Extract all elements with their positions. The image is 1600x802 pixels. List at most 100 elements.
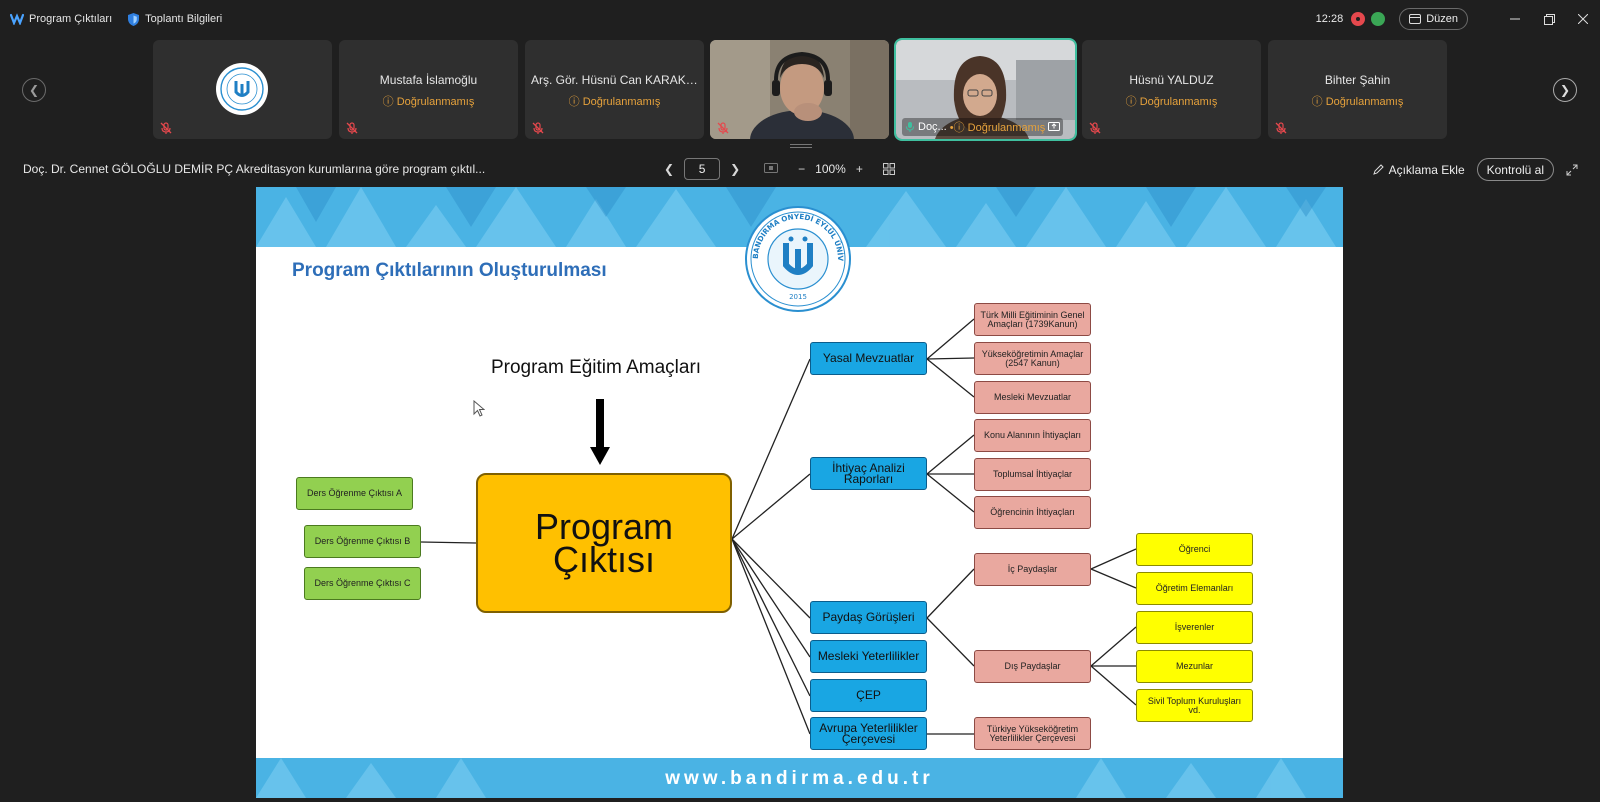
close-button[interactable]	[1566, 0, 1600, 38]
restore-button[interactable]	[1532, 0, 1566, 38]
slide-title: Program Çıktılarının Oluşturulması	[292, 260, 607, 281]
title-bar: Program Çıktıları Toplantı Bilgileri 12:…	[0, 0, 1600, 38]
participant-name: Arş. Gör. Hüsnü Can KARAKA...	[531, 73, 704, 87]
zoom-out-button[interactable]: −	[798, 162, 806, 176]
strip-prev-button[interactable]: ❮	[22, 78, 46, 102]
tab-label: Toplantı Bilgileri	[145, 13, 223, 25]
clock: 12:28	[1315, 13, 1344, 25]
layout-button[interactable]: Düzen	[1399, 8, 1468, 30]
unverified-badge: ⓘ Doğrulanmamış	[382, 96, 475, 108]
mic-on-icon	[906, 122, 914, 132]
fullscreen-icon[interactable]	[1566, 164, 1578, 176]
university-seal-logo: BANDIRMA ONYEDİ EYLÜL ÜNİVERSİTESİ 2015	[744, 205, 851, 312]
warning-icon: ⓘ	[953, 122, 965, 134]
layout-icon	[1409, 14, 1422, 24]
minimize-button[interactable]	[1498, 0, 1532, 38]
course-outcome-box: Ders Öğrenme Çıktısı B	[304, 525, 421, 558]
website-url: www.bandirma.edu.tr	[665, 768, 934, 789]
presentation-toolbar: Doç. Dr. Cennet GÖLOĞLU DEMİR PÇ Akredit…	[0, 155, 1600, 185]
diagram-connectors	[420, 318, 1137, 735]
chevron-right-icon: ❯	[1559, 83, 1571, 97]
layout-label: Düzen	[1426, 13, 1458, 25]
warning-icon: ⓘ	[1311, 96, 1326, 108]
source-box: Avrupa Yeterlilikler Çerçevesi	[810, 717, 927, 750]
unverified-badge: •ⓘ Doğrulanmamış	[949, 122, 1046, 134]
program-output-box: Program Çıktısı	[476, 473, 732, 613]
annotate-label: Açıklama Ekle	[1388, 162, 1465, 177]
detail-box: Yükseköğretimin Amaçlar (2547 Kanun)	[974, 342, 1091, 375]
detail-box: Konu Alanının İhtiyaçları	[974, 419, 1091, 452]
university-logo-avatar	[216, 63, 268, 115]
participant-tile[interactable]: Bihter Şahin ⓘ Doğrulanmamış	[1268, 40, 1447, 139]
participant-name: Bihter Şahin	[1324, 73, 1391, 87]
active-speaker-label: Doç... •ⓘ Doğrulanmamış	[902, 118, 1064, 136]
warning-icon: ⓘ	[568, 96, 583, 108]
grid-view-icon[interactable]	[882, 163, 895, 175]
mic-muted-icon	[160, 122, 172, 134]
pen-icon	[1372, 164, 1384, 175]
detail-box: Türkiye Yükseköğretim Yeterlilikler Çerç…	[974, 717, 1091, 750]
tab-meeting-info[interactable]: Toplantı Bilgileri	[126, 12, 222, 26]
mic-muted-icon	[717, 122, 729, 134]
network-status-icon[interactable]	[1371, 12, 1386, 26]
participant-name: Doç...	[918, 121, 947, 133]
detail-box: Öğrencinin İhtiyaçları	[974, 496, 1091, 529]
active-speaker-tile[interactable]: Doç... •ⓘ Doğrulanmamış	[894, 38, 1077, 141]
course-outcome-box: Ders Öğrenme Çıktısı A	[296, 477, 413, 510]
participant-video	[710, 40, 889, 139]
program-education-goals-label: Program Eğitim Amaçları	[490, 357, 702, 378]
slide-footer-band: www.bandirma.edu.tr	[256, 758, 1343, 798]
close-icon	[1578, 14, 1588, 24]
source-box: Mesleki Yeterlilikler	[810, 640, 927, 673]
participant-strip: ❮ ❯ Mustafa İslamoğlu ⓘ Doğrulanmamış Ar…	[0, 38, 1600, 148]
down-arrow-icon	[590, 399, 610, 465]
participant-video-tile[interactable]	[710, 40, 889, 139]
annotate-button[interactable]: Açıklama Ekle	[1372, 163, 1465, 177]
detail-box: Mesleki Mevzuatlar	[974, 381, 1091, 414]
take-control-button[interactable]: Kontrolü al	[1476, 158, 1554, 181]
detail-box: İç Paydaşlar	[974, 553, 1091, 586]
page-number-input[interactable]: 5	[684, 158, 721, 180]
detail-box: Türk Milli Eğitiminin Genel Amaçları (17…	[974, 303, 1091, 336]
warning-icon: ⓘ	[382, 96, 397, 108]
stakeholder-box: Öğrenci	[1136, 533, 1253, 566]
tab-program-ciktilari[interactable]: Program Çıktıları	[10, 12, 112, 26]
participant-tile[interactable]: Mustafa İslamoğlu ⓘ Doğrulanmamış	[339, 40, 518, 139]
source-box: İhtiyaç Analizi Raporları	[810, 457, 927, 490]
zoom-in-button[interactable]: +	[855, 162, 863, 176]
stakeholder-box: İşverenler	[1136, 611, 1253, 644]
source-box: Paydaş Görüşleri	[810, 601, 927, 634]
shield-icon	[126, 12, 140, 26]
shared-slide: www.bandirma.edu.tr Program Çıktılarının…	[256, 187, 1343, 798]
screen-share-icon	[1048, 122, 1061, 131]
unverified-badge: ⓘ Doğrulanmamış	[568, 96, 661, 108]
mic-muted-icon	[1089, 122, 1101, 134]
recording-icon[interactable]	[1351, 12, 1366, 26]
zoom-level: 100%	[815, 162, 846, 176]
mic-muted-icon	[532, 122, 544, 134]
next-page-button[interactable]: ❯	[730, 162, 741, 176]
mouse-pointer-icon	[473, 400, 485, 417]
participant-tile[interactable]: Arş. Gör. Hüsnü Can KARAKA... ⓘ Doğrulan…	[525, 40, 704, 139]
tab-label: Program Çıktıları	[29, 13, 113, 25]
thumbnail-icon[interactable]	[764, 163, 779, 175]
participant-video	[896, 40, 1075, 139]
mic-muted-icon	[346, 122, 358, 134]
detail-box: Toplumsal İhtiyaçlar	[974, 458, 1091, 491]
course-outcome-box: Ders Öğrenme Çıktısı C	[304, 567, 421, 600]
detail-box: Dış Paydaşlar	[974, 650, 1091, 683]
restore-icon	[1543, 13, 1555, 25]
unverified-badge: ⓘ Doğrulanmamış	[1125, 96, 1218, 108]
participant-tile[interactable]: Hüsnü YALDUZ ⓘ Doğrulanmamış	[1082, 40, 1261, 139]
resize-handle[interactable]	[790, 144, 812, 148]
prev-page-button[interactable]: ❮	[664, 162, 675, 176]
stakeholder-box: Mezunlar	[1136, 650, 1253, 683]
seal-year: 2015	[789, 293, 807, 301]
source-box: Yasal Mevzuatlar	[810, 342, 927, 375]
participant-name: Mustafa İslamoğlu	[379, 73, 478, 87]
source-box: ÇEP	[810, 679, 927, 712]
stakeholder-box: Sivil Toplum Kuruluşları vd.	[1136, 689, 1253, 722]
strip-next-button[interactable]: ❯	[1553, 78, 1577, 102]
chevron-left-icon: ❮	[28, 83, 40, 97]
participant-tile[interactable]	[153, 40, 332, 139]
